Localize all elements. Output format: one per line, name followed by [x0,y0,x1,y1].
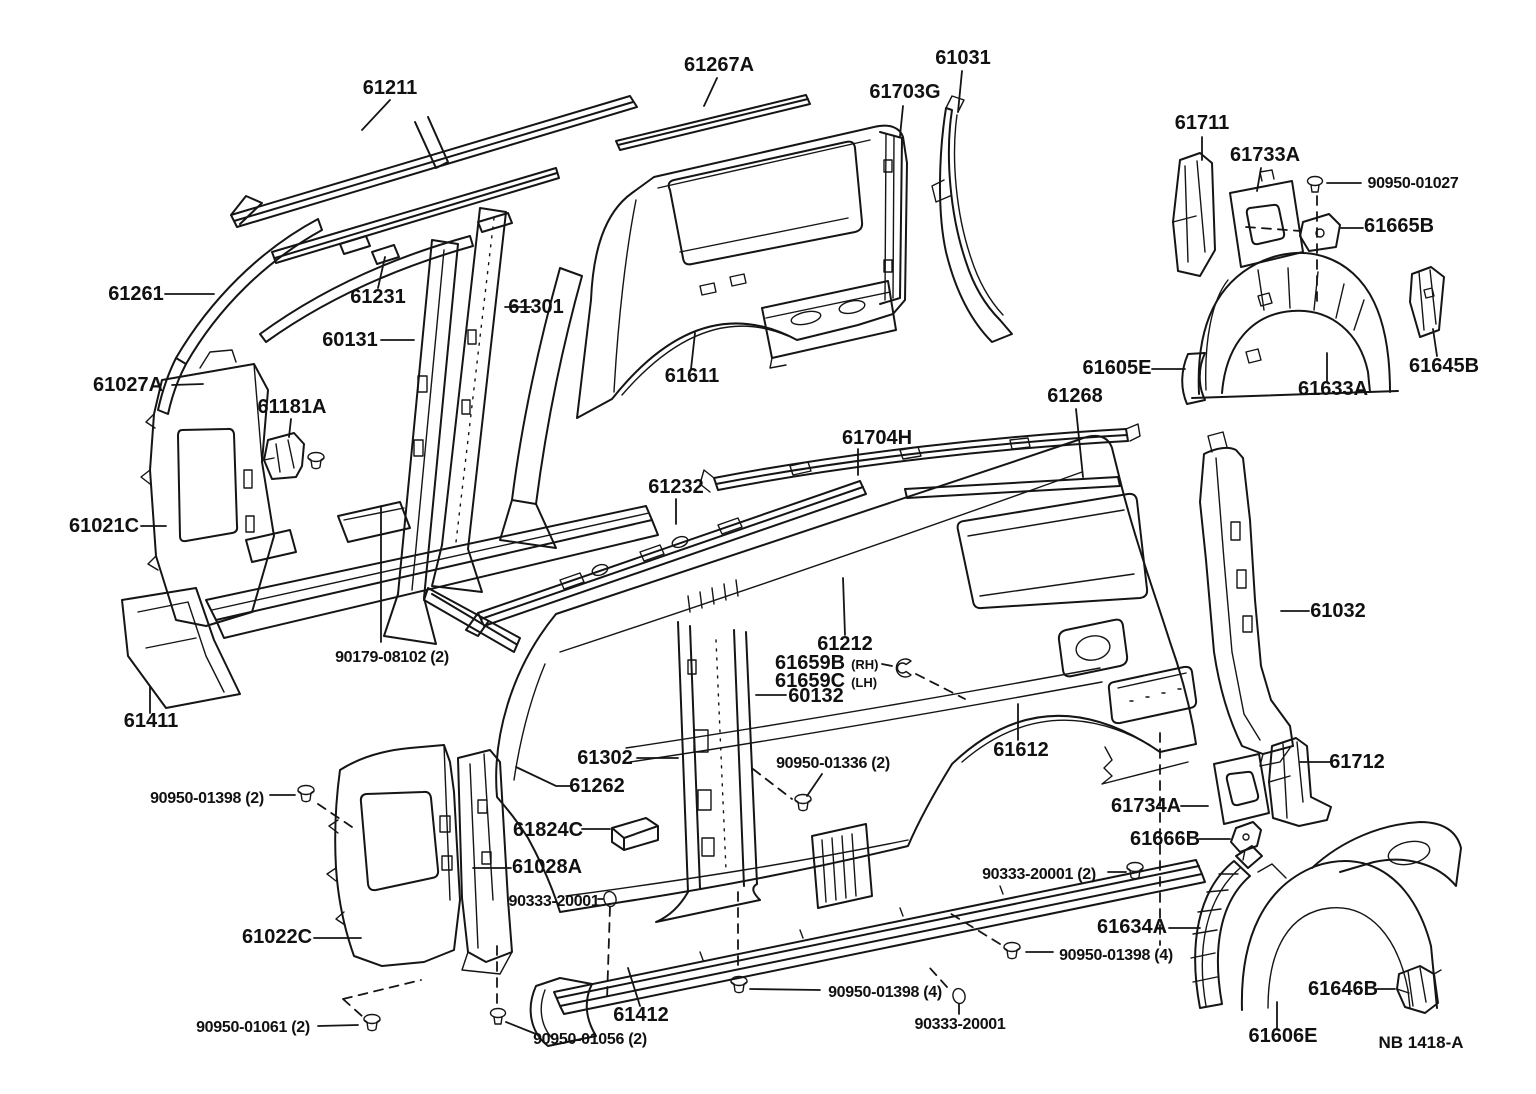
part-label-61824c: 61824C [513,819,583,841]
part-label-61711: 61711 [1175,112,1230,134]
part-label-61703g: 61703G [869,81,940,103]
ring-clip-icon [950,986,968,1006]
rear-wheelhouse-upper-art [1172,152,1445,405]
figure-code-nb-1418-a: NB 1418-A [1378,1033,1463,1052]
grommet-icon [297,784,315,803]
part-label-61262: 61262 [569,775,625,797]
part-label-61411: 61411 [124,710,179,732]
grommet-icon [794,793,812,812]
part-label-61022c: 61022C [242,926,312,948]
retainer-clip-icon [895,658,912,678]
part-label-90950-01336-2: 90950-01336 (2) [776,755,890,772]
part-label-61633a: 61633A [1298,378,1368,400]
part-label-61212: 61212 [817,633,873,655]
part-label-61027a: 61027A [93,374,163,396]
part-label-61734a: 61734A [1111,795,1181,817]
inner-side-frame-art [121,95,659,709]
grommet-icon [307,451,325,470]
part-label-90950-01027: 90950-01027 [1367,175,1458,192]
part-label-61611: 61611 [665,365,720,387]
part-label-61267a: 61267A [684,54,754,76]
part-label-61645b: 61645B [1409,355,1479,377]
part-label-61659b: 61659B(RH) [775,652,879,674]
part-label-61231: 61231 [350,286,406,308]
part-label-61028a: 61028A [512,856,582,878]
part-label-90950-01398-2: 90950-01398 (2) [150,790,264,807]
part-label-90179-08102-2: 90179-08102 (2) [335,649,449,666]
part-label-61412: 61412 [613,1004,669,1026]
part-label-61032: 61032 [1310,600,1366,622]
rear-wheelhouse-lower-art [1190,737,1462,1014]
push-clip-icon [489,1007,507,1025]
part-label-61232: 61232 [648,476,704,498]
part-label-90333-20001: 90333-20001 [508,893,599,910]
part-label-61733a: 61733A [1230,144,1300,166]
part-label-90333-20001-2: 90333-20001 (2) [982,866,1096,883]
part-label-61659c: 61659C(LH) [775,670,877,692]
part-label-61302: 61302 [577,747,633,769]
part-label-61605e: 61605E [1083,357,1152,379]
part-label-61606e: 61606E [1249,1025,1318,1047]
part-label-61211: 61211 [363,77,418,99]
part-label-61268: 61268 [1047,385,1103,407]
part-label-61301: 61301 [508,296,564,318]
part-label-61712: 61712 [1329,751,1385,773]
grommet-icon [363,1013,381,1032]
part-label-61612: 61612 [993,739,1049,761]
grommet-icon [1126,861,1144,880]
part-label-61665b: 61665B [1364,215,1434,237]
part-label-61704h: 61704H [842,427,912,449]
part-label-61261: 61261 [108,283,164,305]
part-label-61181a: 61181A [258,396,327,418]
part-label-61666b: 61666B [1130,828,1200,850]
part-label-61646b: 61646B [1308,978,1378,1000]
part-label-60131: 60131 [322,329,378,351]
part-label-90950-01056-2: 90950-01056 (2) [533,1031,647,1048]
leader-lines [140,70,1438,1035]
part-label-90950-01398-4: 90950-01398 (4) [1059,947,1173,964]
part-label-60132: 60132 [788,685,844,707]
push-clip-icon [1306,175,1324,193]
part-label-61021c: 61021C [69,515,139,537]
grommet-icon [1003,941,1021,960]
part-label-90333-20001: 90333-20001 [914,1016,1005,1033]
part-label-61031: 61031 [935,47,991,69]
dashed-leader-lines [317,195,1318,1017]
part-label-61634a: 61634A [1097,916,1167,938]
side-panel-outer-art [326,423,1294,1047]
part-label-90950-01398-4: 90950-01398 (4) [828,984,942,1001]
part-label-90950-01061-2: 90950-01061 (2) [196,1019,310,1036]
quarter-inner-art [576,94,1013,419]
